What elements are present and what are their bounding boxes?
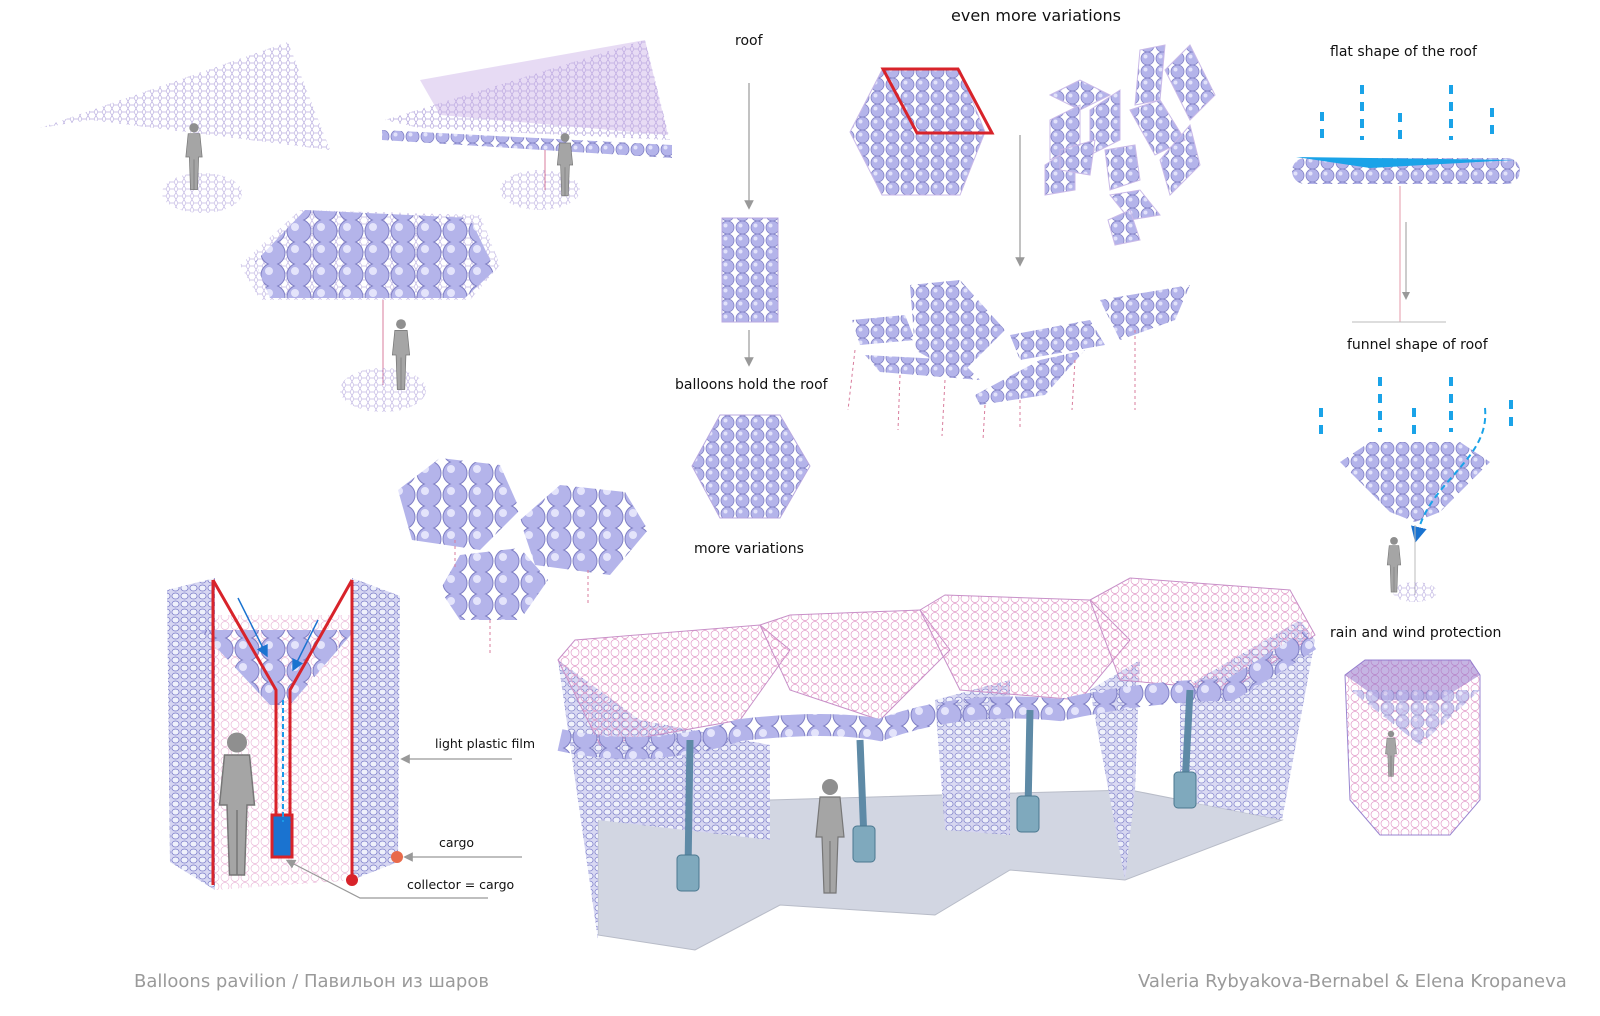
even-more-variations-illustration (847, 44, 1216, 441)
label-even-more-variations: even more variations (951, 6, 1121, 25)
rain-wind-protection-illustration (1344, 659, 1481, 836)
label-rain-wind-protection: rain and wind protection (1330, 625, 1502, 641)
label-flat-shape: flat shape of the roof (1330, 44, 1477, 60)
hexagonal-balloon-roof-illustration (240, 210, 500, 412)
label-more-variations: more variations (694, 541, 804, 557)
pavilion-section-illustration (167, 578, 522, 899)
roof-flow-illustration (691, 83, 811, 519)
label-roof: roof (735, 33, 763, 49)
large-pavilion-illustration (557, 577, 1317, 951)
roof-with-balloon-edge-illustration (382, 40, 672, 210)
label-light-plastic-film: light plastic film (435, 736, 535, 751)
funnel-roof-rain-illustration (1319, 377, 1513, 602)
label-funnel-shape: funnel shape of roof (1347, 337, 1488, 353)
footer-title: Balloons pavilion / Павильон из шаров (134, 971, 489, 992)
label-balloons-hold-roof: balloons hold the roof (675, 377, 828, 393)
footer-authors: Valeria Rybyakova-Bernabel & Elena Kropa… (1138, 971, 1567, 992)
hex-cluster-variations-illustration (398, 458, 648, 655)
label-collector: collector = cargo (407, 877, 515, 892)
label-cargo: cargo (439, 835, 475, 850)
flat-mesh-roof-illustration (40, 42, 330, 213)
flat-roof-rain-illustration (1292, 85, 1520, 323)
